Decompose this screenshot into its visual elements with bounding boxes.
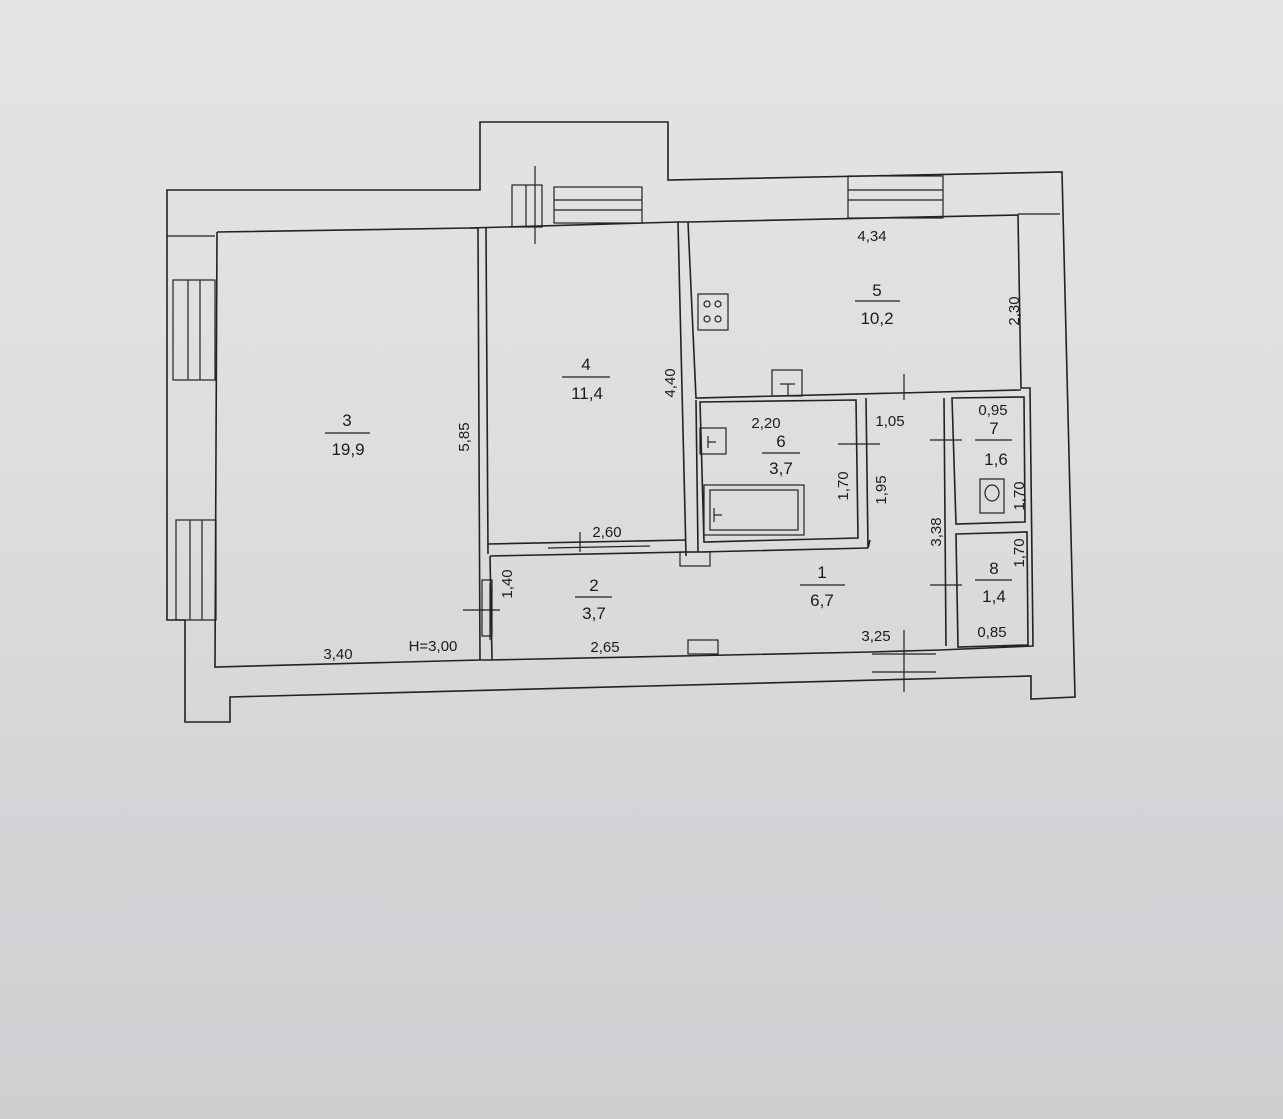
wall-r4-corridor: [487, 539, 869, 557]
dim-r3-height: 5,85: [456, 422, 473, 451]
corridor-niche: [687, 639, 719, 655]
room-4-number: 4: [581, 355, 590, 374]
vent-r4: [679, 551, 711, 567]
dim-r2-height: 1,40: [499, 569, 516, 598]
dim-r3-width: 3,40: [323, 646, 352, 663]
pillar: [481, 579, 493, 637]
dim-r4-width: 2,60: [592, 524, 621, 541]
room-2-area: 3,7: [582, 604, 606, 623]
wall-room8: [955, 531, 1029, 648]
dim-r2-width: 2,65: [590, 639, 619, 656]
room-6-area: 3,7: [769, 459, 793, 478]
dim-r7-width: 0,95: [978, 402, 1007, 419]
room-5-area: 10,2: [860, 309, 893, 328]
wall-r3-r4: [470, 227, 489, 661]
dim-r8-height: 1,70: [1011, 538, 1028, 567]
room-6-number: 6: [776, 432, 785, 451]
room-5-number: 5: [872, 281, 881, 300]
dim-r6-height: 1,70: [835, 471, 852, 500]
room-7-area: 1,6: [984, 450, 1008, 469]
dim-r4-height: 4,40: [662, 368, 679, 397]
room-1-number: 1: [817, 563, 826, 582]
dim-r5-width: 4,34: [857, 228, 886, 245]
inner-wall: [214, 214, 1034, 668]
wall-corridor: [489, 397, 947, 661]
dim-r6-width: 2,20: [751, 415, 780, 432]
dim-r8-width: 0,85: [977, 624, 1006, 641]
wall-room7: [951, 396, 1026, 525]
dim-r1-width: 3,25: [861, 628, 890, 645]
kitchen-sink-icon: [771, 369, 803, 397]
room-8-number: 8: [989, 559, 998, 578]
dim-r5-height: 2,30: [1006, 296, 1023, 325]
room-8-area: 1,4: [982, 587, 1006, 606]
dim-r1-top: 1,05: [875, 413, 904, 430]
room-7-number: 7: [989, 419, 998, 438]
window-room3-bottom: [175, 519, 217, 621]
balcony-door: [511, 166, 543, 244]
stove-icon: [697, 293, 729, 331]
room-3-area: 19,9: [331, 440, 364, 459]
bathtub-icon: [703, 484, 805, 536]
dim-r7-height: 1,70: [1011, 481, 1028, 510]
window-room4: [553, 186, 643, 224]
wall-room6: [695, 397, 869, 553]
fraction-bars: [325, 300, 1012, 598]
room-2-number: 2: [589, 576, 598, 595]
window-room3-top: [172, 279, 216, 381]
dim-r1-height: 3,38: [928, 517, 945, 546]
room-4-area: 11,4: [571, 384, 603, 403]
washbasin-icon: [699, 427, 727, 455]
ceiling-height: H=3,00: [409, 638, 458, 655]
wall-r4-r5: [677, 221, 1022, 557]
dim-r1-inner: 1,95: [873, 475, 890, 504]
room-3-number: 3: [342, 411, 351, 430]
door-ticks: [167, 213, 1060, 692]
outer-wall: [166, 121, 1076, 723]
toilet-icon: [979, 478, 1005, 514]
room-1-area: 6,7: [810, 591, 834, 610]
window-room5: [847, 175, 944, 219]
